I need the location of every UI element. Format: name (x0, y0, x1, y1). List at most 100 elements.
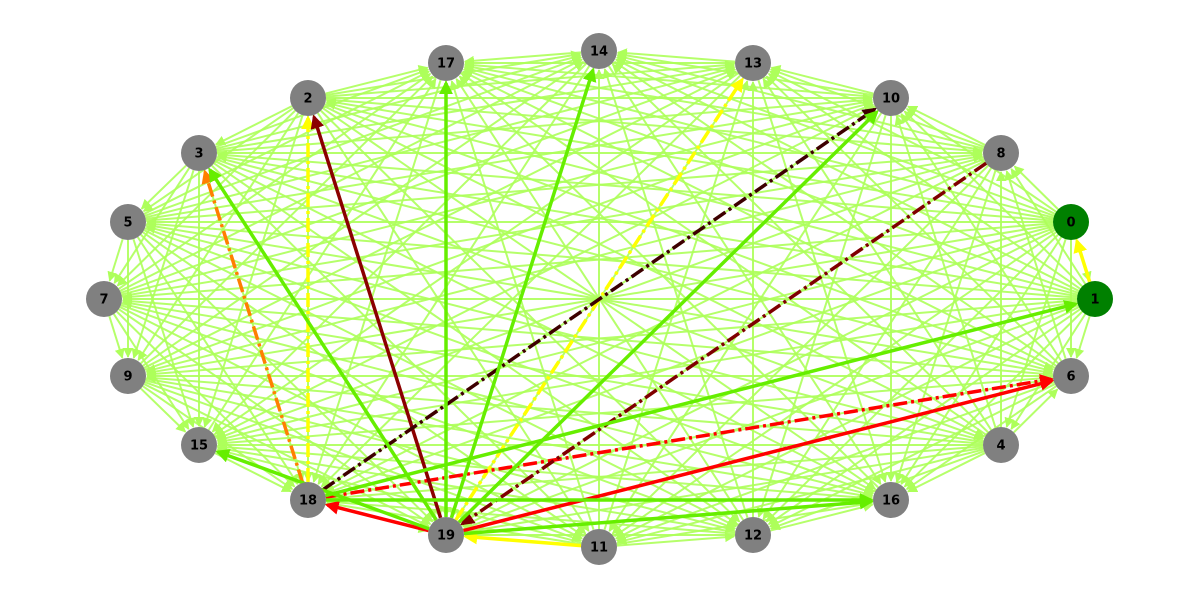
node-label: 0 (1066, 216, 1075, 231)
edge-9-19 (143, 383, 430, 528)
highlighted-edge-11-to-19 (463, 530, 582, 548)
edge-2-15 (202, 114, 304, 428)
highlighted-edges (201, 67, 1092, 548)
node-label: 6 (1066, 370, 1075, 385)
edge-10-11 (608, 112, 883, 532)
node-circle (983, 135, 1019, 171)
edge-4-16 (907, 452, 986, 493)
node-4[interactable]: 4 (983, 427, 1019, 463)
node-0[interactable]: 0 (1053, 204, 1089, 240)
edge-6-7 (121, 296, 1054, 376)
edge-5-12 (143, 229, 737, 528)
node-7[interactable]: 7 (86, 281, 122, 317)
edge-6-8 (1004, 170, 1067, 360)
highlighted-edge-19-to-16 (463, 495, 874, 536)
node-label: 11 (590, 541, 608, 556)
edge-3-5 (140, 164, 187, 210)
node-14[interactable]: 14 (581, 33, 617, 69)
edge-14-17 (463, 51, 582, 66)
edge-10-15 (215, 105, 876, 438)
node-12[interactable]: 12 (735, 517, 771, 553)
edge-1-8 (1010, 168, 1087, 285)
node-15[interactable]: 15 (181, 427, 217, 463)
node-label: 9 (123, 370, 132, 385)
node-3[interactable]: 3 (181, 135, 217, 171)
node-label: 13 (744, 57, 762, 72)
node-circle (181, 427, 217, 463)
edge-5-7 (107, 238, 124, 282)
edge-3-11 (211, 164, 587, 535)
edge-12-14 (602, 68, 749, 519)
node-1[interactable]: 1 (1077, 281, 1113, 317)
highlighted-edge-18-to-3 (201, 169, 305, 484)
edge-7-9 (108, 315, 125, 359)
edge-14-16 (607, 65, 882, 485)
node-17[interactable]: 17 (428, 45, 464, 81)
highlighted-edge-18-to-6 (325, 374, 1055, 499)
edge-6-17 (462, 70, 1056, 369)
edge-9-18 (142, 385, 294, 491)
edge-0-15 (216, 225, 1054, 443)
edge-6-10 (900, 113, 1063, 362)
edge-11-17 (449, 80, 595, 531)
edge-17-18 (311, 79, 442, 483)
node-circle (1077, 281, 1113, 317)
node-8[interactable]: 8 (983, 135, 1019, 171)
node-label: 14 (590, 45, 608, 60)
edge-8-10 (907, 105, 986, 146)
edge-6-16 (905, 385, 1057, 491)
node-circle (983, 427, 1019, 463)
highlighted-edge-19-to-15 (215, 449, 430, 531)
highlighted-edge-19-to-10 (457, 110, 879, 524)
edge-0-7 (121, 222, 1054, 302)
node-circle (110, 358, 146, 394)
edge-9-10 (144, 102, 875, 371)
node-label: 12 (744, 529, 762, 544)
edge-4-5 (145, 224, 984, 442)
edge-5-18 (136, 236, 299, 485)
highlighted-edge-18-to-1 (325, 299, 1079, 498)
edge-8-9 (145, 156, 984, 374)
edge-3-14 (216, 53, 582, 150)
node-circle (873, 80, 909, 116)
edge-10-13 (770, 65, 874, 95)
edge-4-18 (325, 445, 984, 503)
edge-6-12 (769, 383, 1056, 528)
node-circle (86, 281, 122, 317)
edge-0-19 (462, 229, 1056, 528)
edge-7-16 (121, 302, 874, 498)
edge-4-13 (762, 78, 993, 431)
edge-2-13 (325, 60, 736, 98)
node-6[interactable]: 6 (1053, 358, 1089, 394)
node-10[interactable]: 10 (873, 80, 909, 116)
highlighted-edge-1-to-0 (1073, 238, 1092, 283)
highlighted-edge-19-to-6 (463, 376, 1055, 533)
node-11[interactable]: 11 (581, 529, 617, 565)
node-label: 19 (437, 529, 455, 544)
node-9[interactable]: 9 (110, 358, 146, 394)
node-13[interactable]: 13 (735, 45, 771, 81)
node-label: 1 (1090, 293, 1099, 308)
edge-7-17 (118, 72, 432, 290)
node-label: 2 (303, 92, 312, 107)
node-label: 5 (123, 216, 132, 231)
edge-11-15 (216, 447, 582, 544)
node-5[interactable]: 5 (110, 204, 146, 240)
edge-1-10 (903, 110, 1083, 288)
node-16[interactable]: 16 (873, 482, 909, 518)
node-circle (290, 482, 326, 518)
node-2[interactable]: 2 (290, 80, 326, 116)
node-18[interactable]: 18 (290, 482, 326, 518)
edge-13-15 (213, 72, 739, 436)
node-circle (581, 33, 617, 69)
edge-2-11 (316, 112, 590, 532)
edge-0-3 (216, 150, 1054, 222)
edge-7-10 (121, 100, 874, 296)
highlighted-edge-8-to-19 (460, 161, 988, 526)
edge-0-8 (1013, 165, 1059, 211)
highlighted-edge-19-to-18 (324, 500, 429, 533)
edge-5-14 (144, 55, 583, 217)
edge-9-17 (140, 75, 434, 365)
node-19[interactable]: 19 (428, 517, 464, 553)
